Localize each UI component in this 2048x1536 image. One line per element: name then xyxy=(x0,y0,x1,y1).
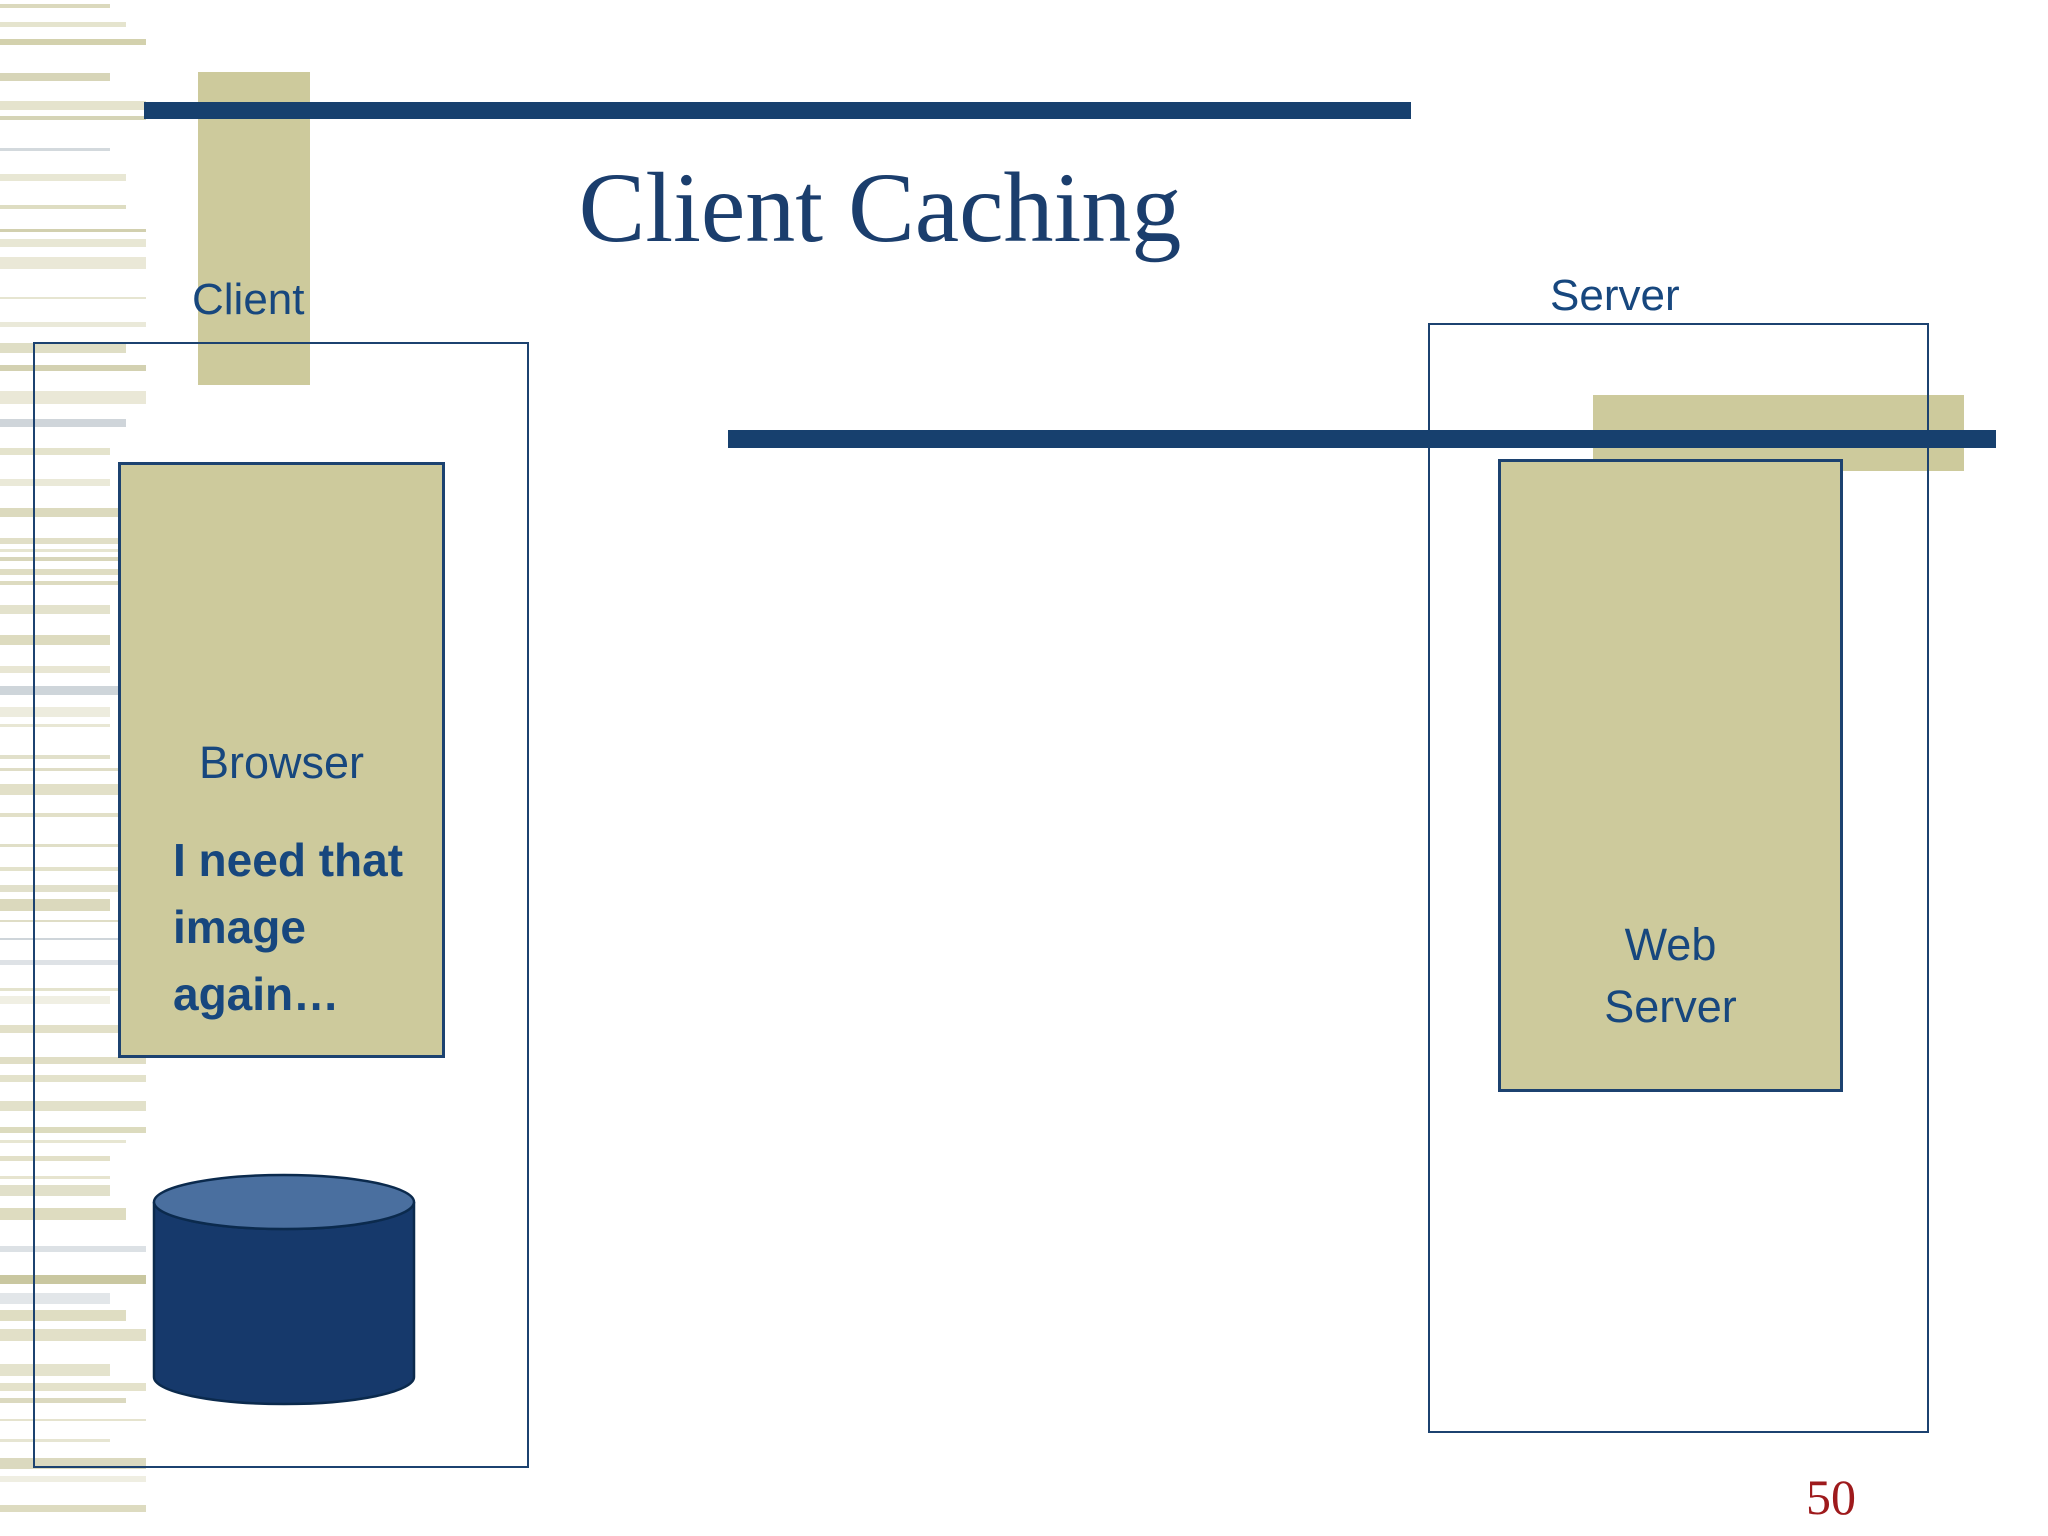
stripe xyxy=(0,919,146,922)
stripe xyxy=(0,478,110,487)
stripe xyxy=(0,706,110,717)
stripe xyxy=(0,898,110,911)
stripe xyxy=(0,538,146,545)
database-cylinder-icon xyxy=(152,1173,416,1406)
stripe xyxy=(0,1140,126,1144)
stripe xyxy=(0,1274,146,1285)
stripe xyxy=(0,174,126,181)
stripe xyxy=(0,605,110,615)
stripe xyxy=(0,937,126,941)
stripe xyxy=(0,844,146,848)
left-stripe-pattern xyxy=(0,0,146,1536)
stripe xyxy=(0,1074,146,1082)
stripe xyxy=(0,724,110,728)
web-server-box: Web Server xyxy=(1498,459,1843,1092)
stripe xyxy=(0,685,146,696)
stripe xyxy=(0,322,146,327)
stripe xyxy=(0,1207,126,1220)
stripe xyxy=(0,1476,146,1483)
stripe xyxy=(0,884,146,893)
client-label: Client xyxy=(192,275,305,324)
stripe xyxy=(0,39,146,45)
stripe xyxy=(0,1438,110,1443)
stripe xyxy=(0,755,110,759)
stripe xyxy=(0,1126,146,1133)
web-server-label: Web Server xyxy=(1501,914,1840,1038)
stripe xyxy=(0,1101,146,1111)
stripe xyxy=(0,100,146,111)
stripe xyxy=(0,1418,146,1421)
stripe xyxy=(0,115,146,121)
stripe xyxy=(0,1363,110,1376)
mid-rule xyxy=(728,430,1996,448)
stripe xyxy=(0,447,110,455)
server-box xyxy=(1428,323,1929,1433)
thought-line: image xyxy=(173,901,306,953)
slide-title: Client Caching xyxy=(578,152,1182,263)
stripe xyxy=(0,1293,110,1304)
stripe xyxy=(0,666,110,673)
client-box xyxy=(33,342,529,1468)
browser-box: Browser I need that image again… xyxy=(118,462,445,1058)
stripe xyxy=(0,549,126,552)
stripe xyxy=(0,813,126,818)
stripe xyxy=(0,867,146,872)
stripe xyxy=(0,391,146,404)
stripe xyxy=(0,987,126,991)
stripe xyxy=(0,22,126,28)
stripe xyxy=(0,1383,146,1392)
stripe xyxy=(0,784,146,796)
stripe xyxy=(0,1329,146,1341)
stripe xyxy=(0,297,146,300)
thought-line: I need that xyxy=(173,834,404,886)
stripe xyxy=(0,557,146,561)
stripe xyxy=(0,365,146,371)
stripe xyxy=(0,4,110,9)
stripe xyxy=(0,1246,146,1252)
stripe xyxy=(0,1175,110,1179)
stripe xyxy=(0,1458,146,1470)
top-rule xyxy=(144,102,1411,119)
stripe xyxy=(0,1310,126,1321)
stripe xyxy=(0,634,110,646)
stripe xyxy=(0,418,126,428)
stripe xyxy=(0,581,146,585)
browser-label: Browser xyxy=(198,737,365,788)
server-label: Server xyxy=(1550,271,1680,320)
stripe xyxy=(0,569,126,575)
stripe xyxy=(0,238,146,247)
stripe xyxy=(0,960,146,965)
stripe xyxy=(0,1398,126,1403)
stripe xyxy=(0,1156,110,1162)
stripe xyxy=(0,1024,146,1033)
stripe xyxy=(0,148,110,151)
stripe xyxy=(0,508,146,517)
web-server-label-line: Web xyxy=(1624,919,1717,970)
stripe xyxy=(0,1057,146,1064)
browser-thought-text: I need that image again… xyxy=(173,827,403,1028)
web-server-label-line: Server xyxy=(1604,981,1737,1032)
stripe xyxy=(0,73,110,81)
stripe xyxy=(0,996,110,1004)
stripe xyxy=(0,1184,110,1197)
stripe xyxy=(0,257,146,270)
olive-accent-top-left xyxy=(198,72,310,385)
stripe xyxy=(0,768,146,771)
page-number: 50 xyxy=(1806,1469,1856,1525)
stripe xyxy=(0,204,126,210)
stripe xyxy=(0,228,146,233)
thought-line: again… xyxy=(173,968,340,1020)
stripe xyxy=(0,1505,146,1512)
stripe xyxy=(0,343,126,354)
